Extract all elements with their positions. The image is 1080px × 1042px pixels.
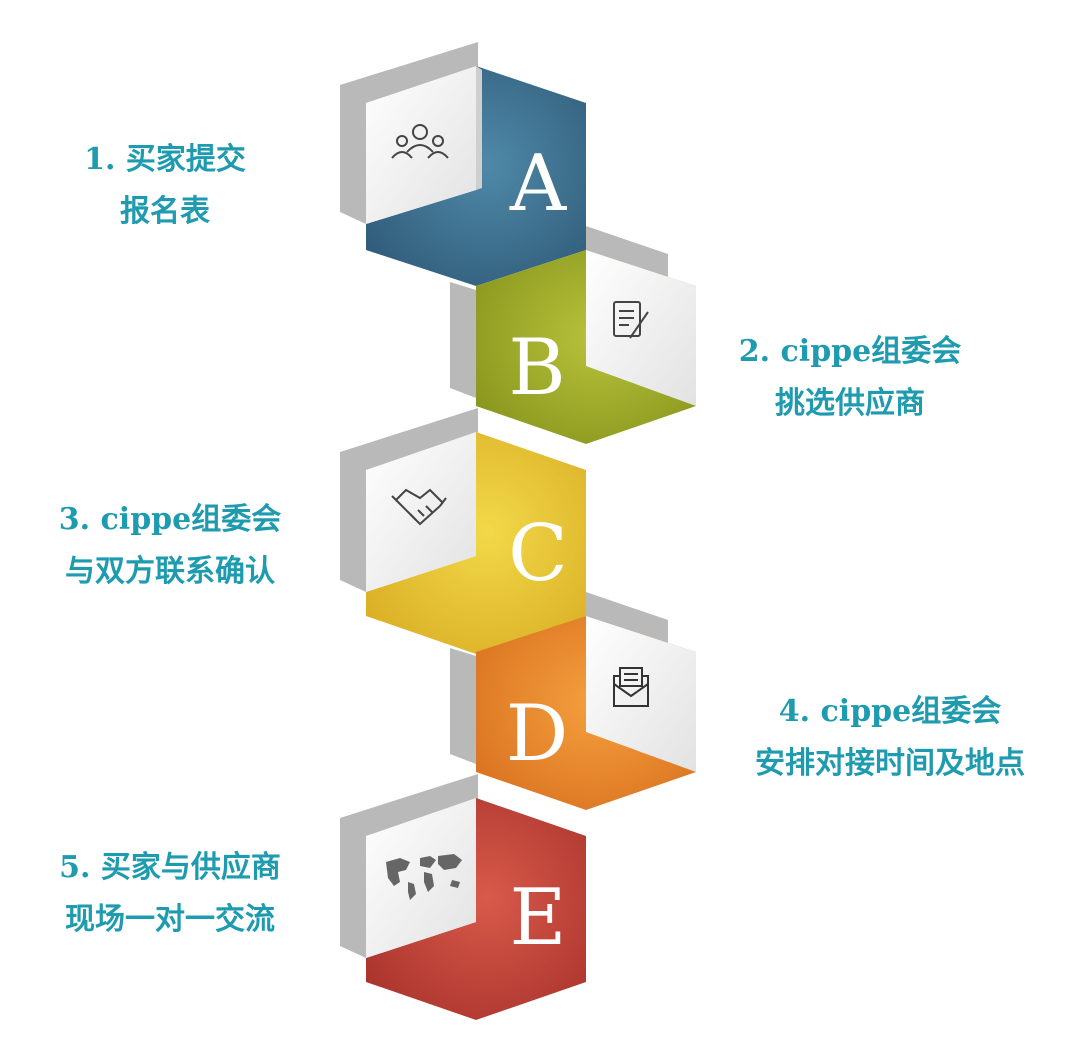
step-b: B [450,226,696,444]
step-d: D [450,592,696,810]
people-group-icon [391,124,449,159]
step-2-label-line2: 挑选供应商 [775,386,925,421]
step-e-icon-box [366,798,476,958]
step-d-icon-box [586,616,696,772]
step-e: E [340,774,586,1020]
step-4-label-line1: 4. cippe组委会 [778,694,1002,729]
step-5-label-line1: 5. 买家与供应商 [59,850,281,885]
step-1-label-line2: 报名表 [120,194,210,229]
handshake-icon [391,488,447,526]
step-b-shadow [586,226,668,281]
step-e-shadow [340,774,478,958]
step-3-label-line2: 与双方联系确认 [65,554,275,589]
step-2-label-line1: 2. cippe组委会 [738,334,962,369]
step-c-shadow [340,408,478,592]
step-5-label-line2: 现场一对一交流 [65,902,275,937]
step-3-label-line1: 3. cippe组委会 [58,502,282,537]
step-a-box-edge [476,66,482,190]
step-a: A [340,42,586,286]
envelope-letter-icon [613,667,649,707]
step-d-shadow [586,592,668,648]
step-a-shadow [340,42,478,224]
step-d-letter: D [506,689,569,779]
world-map-icon [386,854,462,900]
step-e-letter: E [510,873,567,963]
step-4-label: 4. cippe组委会 安排对接时间及地点 [720,686,1060,790]
document-pen-icon [613,301,649,339]
step-2-label: 2. cippe组委会 挑选供应商 [700,326,1000,430]
step-4-label-line2: 安排对接时间及地点 [755,746,1025,781]
step-d-shadow-left [450,648,476,764]
step-5-label: 5. 买家与供应商 现场一对一交流 [20,842,320,946]
step-a-letter: A [509,139,568,229]
step-1-label-line1: 1. 买家提交 [84,142,246,177]
step-b-letter: B [508,323,565,413]
step-1-label: 1. 买家提交 报名表 [40,134,290,238]
step-c-letter: C [508,509,568,599]
step-b-shadow-left [450,282,476,398]
step-c: C [340,408,586,654]
step-3-label: 3. cippe组委会 与双方联系确认 [20,494,320,598]
